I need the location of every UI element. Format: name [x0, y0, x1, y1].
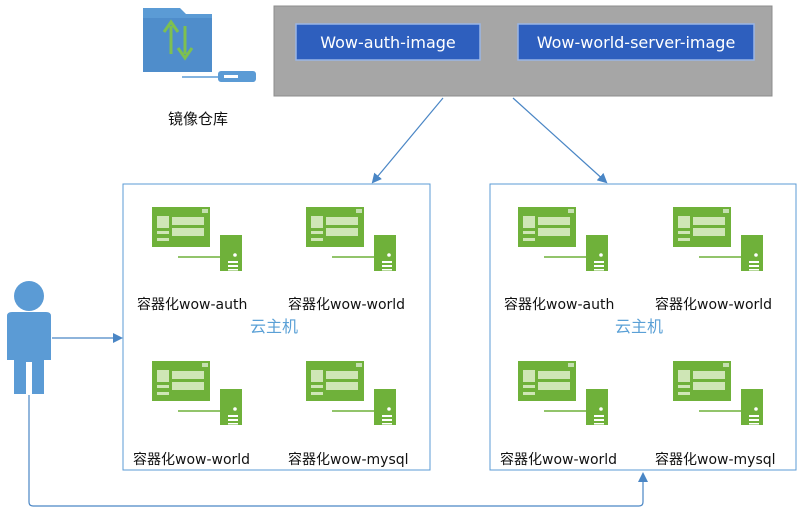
container-label: 容器化wow-mysql	[655, 451, 776, 468]
container-label: 容器化wow-mysql	[288, 451, 409, 468]
container-icon	[517, 360, 609, 426]
container-icon	[305, 360, 397, 426]
image-box-auth[interactable]	[295, 23, 481, 61]
user-to-host-2-arrow	[28, 395, 648, 507]
host-label-2: 云主机	[615, 317, 663, 336]
image-box-world[interactable]	[517, 23, 755, 61]
container-label: 容器化wow-auth	[504, 296, 614, 313]
image-label-auth: Wow-auth-image	[320, 33, 456, 52]
container-label: 容器化wow-world	[133, 451, 250, 468]
container-label: 容器化wow-world	[288, 296, 405, 313]
container-icon	[672, 206, 764, 272]
image-label-world: Wow-world-server-image	[537, 33, 736, 52]
host-label-1: 云主机	[250, 317, 298, 336]
registry-label: 镜像仓库	[168, 110, 228, 128]
server-rack-icon	[182, 71, 256, 82]
container-icon	[305, 206, 397, 272]
container-label: 容器化wow-world	[500, 451, 617, 468]
container-icon	[517, 206, 609, 272]
container-icon	[672, 360, 764, 426]
container-label: 容器化wow-auth	[137, 296, 247, 313]
sync-arrows-icon	[162, 19, 194, 61]
host-box-1[interactable]	[122, 183, 431, 471]
container-icon	[151, 360, 243, 426]
container-label: 容器化wow-world	[655, 296, 772, 313]
host-box-2[interactable]	[489, 183, 797, 471]
pull-arrow-host-1	[371, 97, 444, 184]
user-icon	[7, 281, 51, 394]
pull-arrow-host-2	[512, 97, 608, 184]
registry-folder-icon	[143, 8, 212, 72]
container-icon	[151, 206, 243, 272]
